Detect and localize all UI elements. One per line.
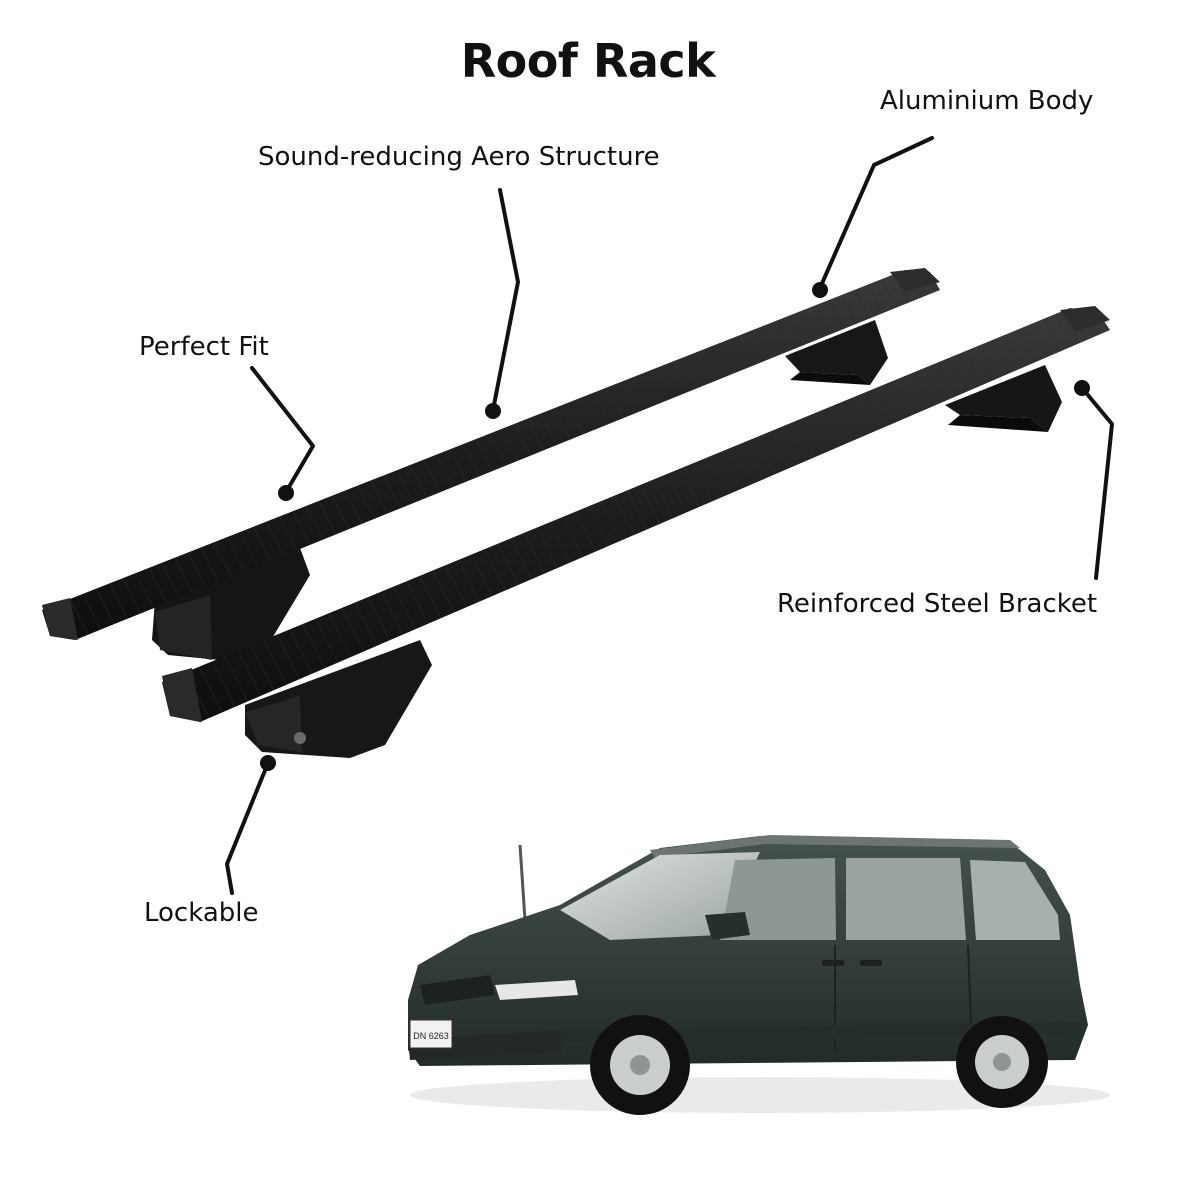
leader-bracket xyxy=(1080,386,1114,580)
dot-lockable xyxy=(260,755,276,771)
rear-foot-right xyxy=(785,320,888,385)
dot-bracket xyxy=(1074,380,1090,396)
front-roof-bar xyxy=(162,306,1110,722)
van-image: DN 6263 xyxy=(408,835,1110,1115)
callout-lockable: Lockable xyxy=(144,898,259,928)
plate-text: DN 6263 xyxy=(413,1031,449,1041)
callout-perfect-fit: Perfect Fit xyxy=(139,332,269,362)
dot-aero xyxy=(485,403,501,419)
callout-steel-bracket: Reinforced Steel Bracket xyxy=(777,589,1098,619)
leader-aluminium xyxy=(818,136,934,290)
rear-foot-left xyxy=(152,548,310,660)
callout-aluminium-body: Aluminium Body xyxy=(880,86,1094,116)
front-foot-right xyxy=(945,365,1062,432)
leader-aero xyxy=(491,188,520,412)
rear-roof-bar xyxy=(42,268,940,640)
dot-aluminium xyxy=(812,282,828,298)
front-foot-left xyxy=(245,640,432,758)
page-title: Roof Rack xyxy=(460,34,716,88)
dot-fit xyxy=(278,485,294,501)
callout-aero-structure: Sound-reducing Aero Structure xyxy=(258,142,660,172)
leader-fit xyxy=(250,366,315,494)
leader-lockable xyxy=(225,761,270,895)
